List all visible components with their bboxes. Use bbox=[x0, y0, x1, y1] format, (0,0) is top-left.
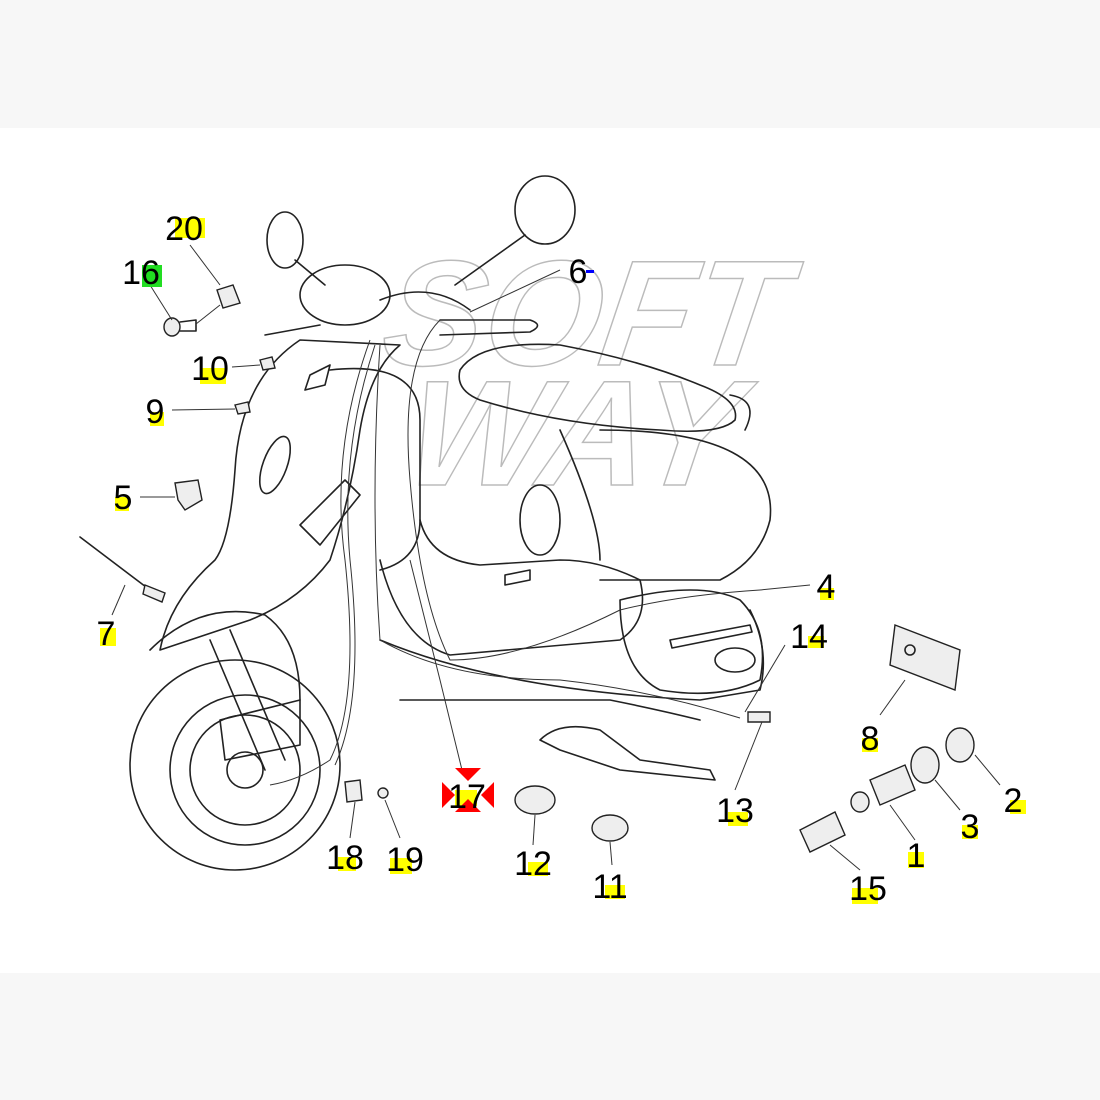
label-15[interactable]: 15 bbox=[849, 870, 887, 908]
label-10[interactable]: 10 bbox=[191, 350, 229, 388]
label-4[interactable]: 4 bbox=[817, 568, 836, 606]
label-12[interactable]: 12 bbox=[514, 845, 552, 883]
cap-part-15 bbox=[799, 811, 846, 853]
label-highlights bbox=[100, 218, 1026, 904]
loose-parts bbox=[79, 284, 975, 853]
label-3[interactable]: 3 bbox=[961, 808, 980, 846]
right-mirror bbox=[514, 175, 576, 245]
label-7[interactable]: 7 bbox=[97, 615, 116, 653]
label-16[interactable]: 16 bbox=[122, 254, 160, 292]
clamp-part-12 bbox=[514, 785, 556, 815]
label-20[interactable]: 20 bbox=[165, 210, 203, 248]
front-wheel bbox=[129, 659, 341, 871]
watermark-line-2: WAY bbox=[397, 350, 762, 517]
clamp-part-11 bbox=[591, 814, 629, 842]
watermark: SOFT WAY bbox=[373, 229, 809, 518]
label-19[interactable]: 19 bbox=[386, 841, 424, 879]
connector-part bbox=[174, 479, 203, 511]
seat bbox=[458, 343, 737, 433]
watermark-line-1: SOFT bbox=[374, 230, 808, 397]
label-13[interactable]: 13 bbox=[716, 792, 754, 830]
label-9[interactable]: 9 bbox=[146, 393, 165, 431]
clamp-part-18 bbox=[344, 779, 363, 803]
label-2[interactable]: 2 bbox=[1004, 782, 1023, 820]
label-8[interactable]: 8 bbox=[861, 720, 880, 758]
label-6[interactable]: 6 bbox=[569, 253, 588, 291]
pad-part bbox=[889, 624, 961, 691]
left-mirror bbox=[266, 211, 304, 269]
bolt-part bbox=[747, 711, 771, 723]
label-11[interactable]: 11 bbox=[592, 868, 627, 906]
bushing-part-3 bbox=[910, 746, 940, 784]
label-14[interactable]: 14 bbox=[790, 618, 828, 656]
label-18[interactable]: 18 bbox=[326, 839, 364, 877]
sleeve-part-1 bbox=[869, 764, 916, 806]
label-5[interactable]: 5 bbox=[114, 479, 133, 517]
headlight bbox=[299, 264, 391, 326]
screw-part bbox=[163, 317, 181, 337]
cable-tie-part bbox=[142, 584, 166, 603]
leader-lines bbox=[111, 244, 1001, 871]
scooter-illustration bbox=[129, 175, 772, 871]
clip-part-9 bbox=[234, 401, 251, 415]
rivet-part-19 bbox=[377, 787, 389, 799]
label-17[interactable]: 17 bbox=[448, 778, 486, 816]
clip-nut-part bbox=[216, 284, 241, 309]
clip-part-10 bbox=[259, 356, 276, 371]
grommet-part-2 bbox=[945, 727, 975, 763]
red-arrow-marker bbox=[442, 768, 494, 812]
label-1[interactable]: 1 bbox=[907, 837, 926, 875]
blue-dot-marker bbox=[586, 270, 594, 273]
part-labels: 20 16 6 10 9 5 7 4 14 8 2 3 13 17 12 11 … bbox=[97, 210, 1023, 908]
